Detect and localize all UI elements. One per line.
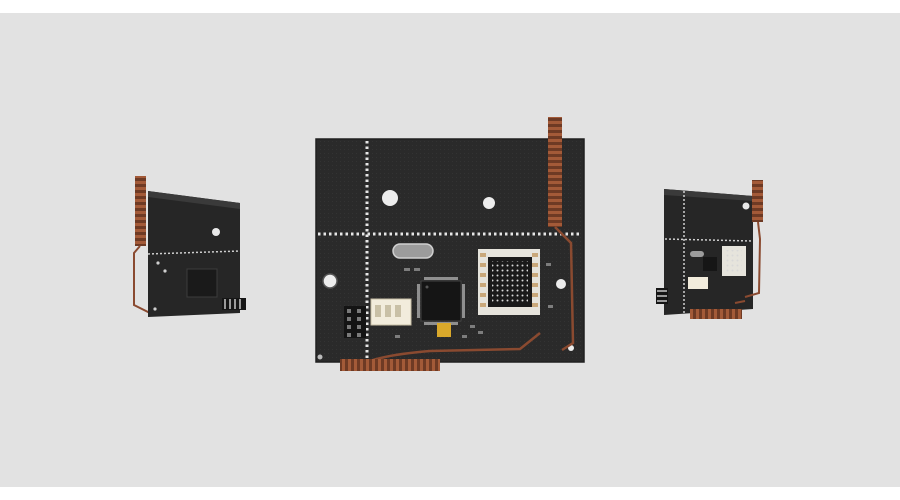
center-board-hole-3 xyxy=(322,273,338,289)
product-photo-stage xyxy=(0,13,900,487)
center-antenna-coil-vertical xyxy=(548,117,562,227)
right-board-body xyxy=(664,189,753,315)
crystal-oscillator xyxy=(392,243,434,259)
center-board-hole-4 xyxy=(556,279,566,289)
center-board-hole-1 xyxy=(382,190,398,206)
center-antenna-coil-horizontal xyxy=(340,359,440,371)
right-antenna-coil-horizontal xyxy=(690,309,742,319)
left-antenna-coil xyxy=(135,176,146,246)
center-board-hole-2 xyxy=(483,197,495,209)
center-board xyxy=(315,117,585,371)
left-board-hole xyxy=(212,228,220,236)
tantalum-capacitor xyxy=(437,323,451,337)
left-board-chip xyxy=(186,268,218,298)
center-antenna-wire-vertical xyxy=(554,226,575,352)
right-board xyxy=(656,180,763,319)
left-antenna-wire xyxy=(133,245,151,314)
left-board xyxy=(133,176,246,317)
right-white-connector xyxy=(688,277,708,289)
pin-header xyxy=(344,306,366,338)
right-board-hole xyxy=(742,202,750,210)
right-antenna-coil-vertical xyxy=(752,180,763,222)
product-photo xyxy=(133,117,763,371)
